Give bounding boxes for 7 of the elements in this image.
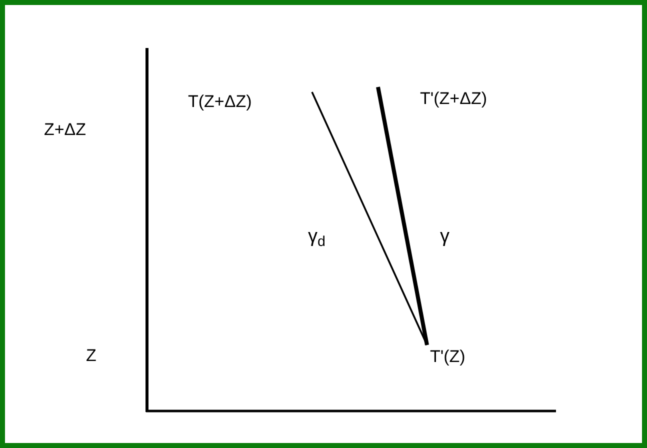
line <box>376 86 429 346</box>
point-label: T'(Z+ΔZ) <box>420 88 488 110</box>
line <box>311 92 428 346</box>
axis-label: Z+ΔZ <box>44 119 86 141</box>
point-label: T(Z+ΔZ) <box>188 91 252 113</box>
point-label: T'(Z) <box>430 346 466 368</box>
axis-label: Z <box>86 345 96 367</box>
